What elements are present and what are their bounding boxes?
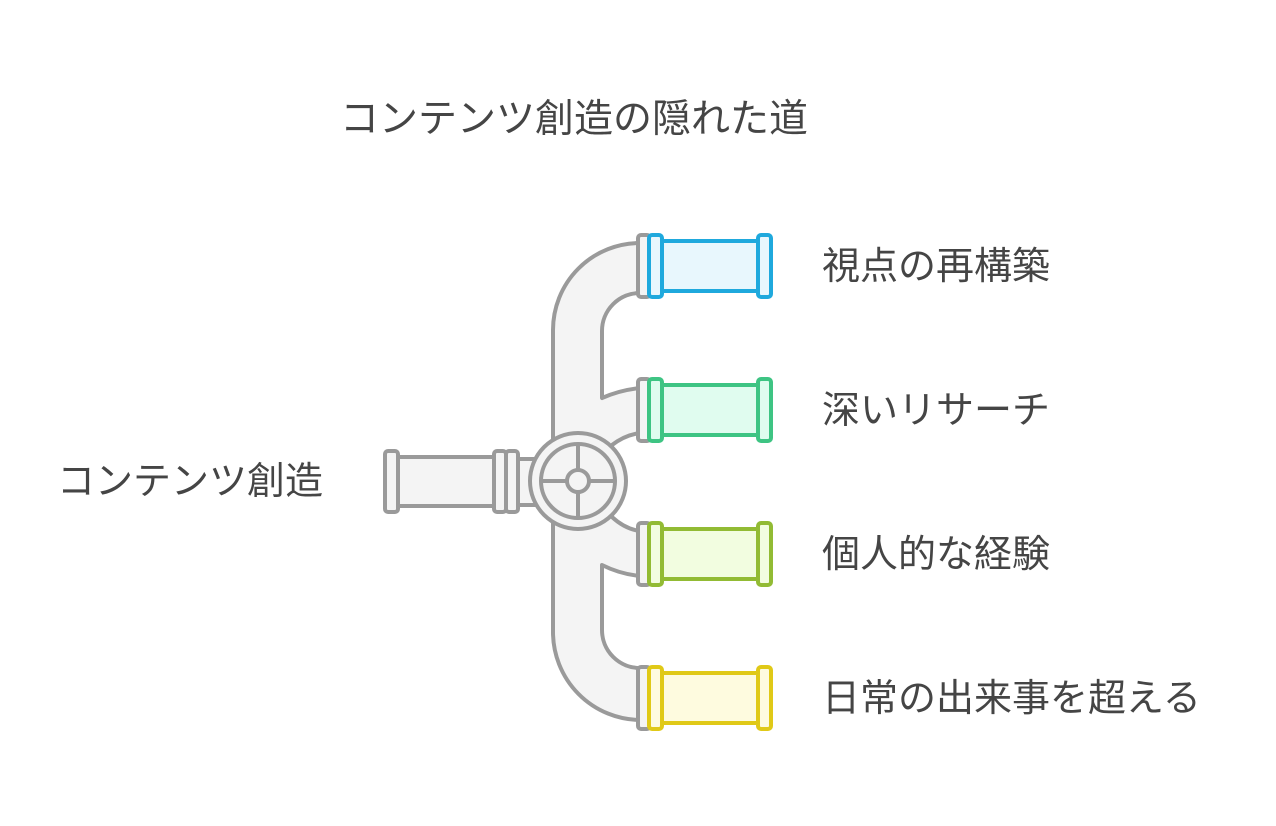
root-label: コンテンツ創造 [57, 459, 324, 503]
branch-pipe-body-4 [658, 671, 762, 725]
branch-label-2: 深いリサーチ [822, 388, 1051, 432]
branch-flange-left-4 [647, 665, 664, 731]
branch-flange-right-1 [756, 233, 773, 299]
branch-flange-left-2 [647, 377, 664, 443]
input-flange-left [383, 449, 400, 514]
diagram-title: コンテンツ創造の隠れた道 [340, 97, 809, 142]
input-pipe-body [394, 455, 499, 508]
branch-flange-right-4 [756, 665, 773, 731]
branch-flange-right-3 [756, 521, 773, 587]
branch-pipe-body-2 [658, 383, 762, 437]
branch-label-1: 視点の再構築 [822, 244, 1051, 288]
branch-flange-left-1 [647, 233, 664, 299]
branch-pipe-body-1 [658, 239, 762, 293]
branch-flange-right-2 [756, 377, 773, 443]
branch-pipe-body-3 [658, 527, 762, 581]
branch-label-4: 日常の出来事を超える [822, 676, 1201, 720]
valve-hub [565, 468, 591, 494]
input-flange-right-b [504, 449, 520, 514]
branch-label-3: 個人的な経験 [822, 532, 1051, 576]
branch-flange-left-3 [647, 521, 664, 587]
